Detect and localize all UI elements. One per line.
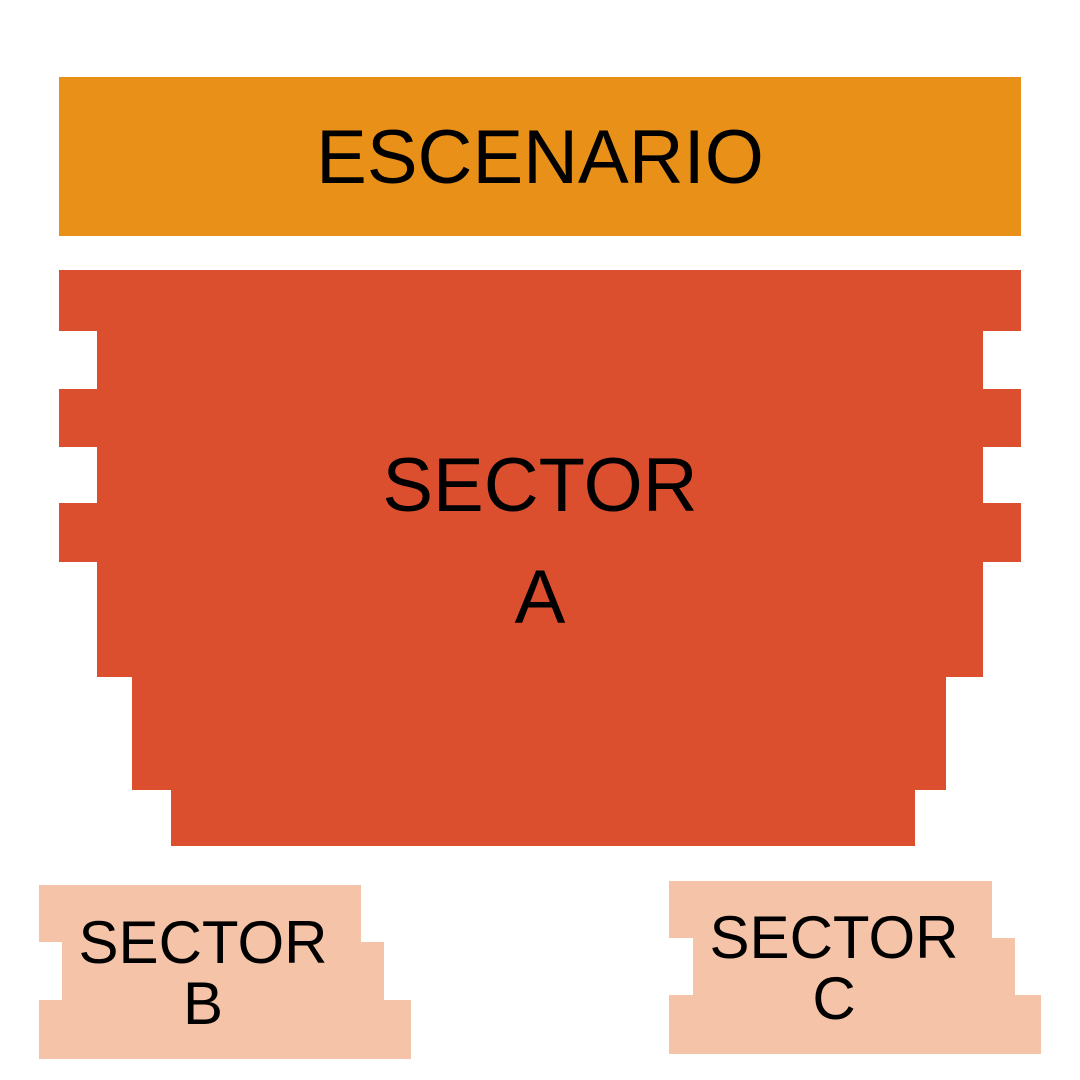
stage[interactable]: ESCENARIO	[59, 77, 1021, 236]
sector-a-label-line1: SECTOR	[382, 443, 697, 528]
sector-c-shape[interactable]	[669, 881, 1041, 1054]
sector-b-label-line1: SECTOR	[79, 909, 328, 976]
sector-b-shape[interactable]	[39, 885, 411, 1059]
sector-b-label-line2: B	[183, 970, 223, 1037]
sector-a[interactable]: SECTOR A	[59, 270, 1021, 846]
stage-label: ESCENARIO	[316, 115, 764, 200]
sector-c[interactable]: SECTOR C	[669, 881, 1041, 1054]
sector-c-label-line2: C	[812, 965, 855, 1032]
sector-a-label-line2: A	[515, 555, 566, 640]
sector-a-shape[interactable]	[59, 270, 1021, 846]
stage-shape[interactable]	[59, 77, 1021, 236]
sector-c-label-line1: SECTOR	[710, 904, 959, 971]
sector-b[interactable]: SECTOR B	[39, 885, 411, 1059]
